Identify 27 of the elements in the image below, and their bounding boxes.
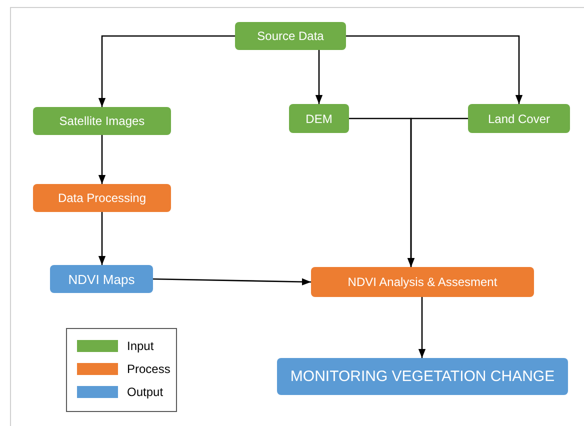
node-label: NDVI Maps [68,272,135,286]
arrow [98,35,235,107]
process-box [33,107,171,135]
process-box [311,267,534,297]
node-label: DEM [306,112,332,126]
arrow [315,50,323,104]
node-label: NDVI Analysis & Assesment [348,275,498,289]
node-label: Data Processing [58,191,146,205]
node-label: Source Data [257,29,324,43]
node-label: Land Cover [488,112,550,126]
node-label: MONITORING VEGETATION CHANGE [290,368,555,385]
process-box [277,358,568,395]
node-label: Satellite Images [59,114,145,128]
process-box [50,265,153,293]
legend-label: Process [127,362,170,376]
process-box [33,184,171,212]
arrow [407,118,468,267]
arrow [152,278,312,286]
process-box [289,104,349,133]
process-box [235,22,346,50]
legend-label: Input [127,339,154,353]
arrow [346,35,523,104]
legend-label: Output [127,385,164,399]
process-box [468,104,570,133]
arrow [98,135,106,184]
arrow [98,212,106,265]
arrow [418,297,426,358]
